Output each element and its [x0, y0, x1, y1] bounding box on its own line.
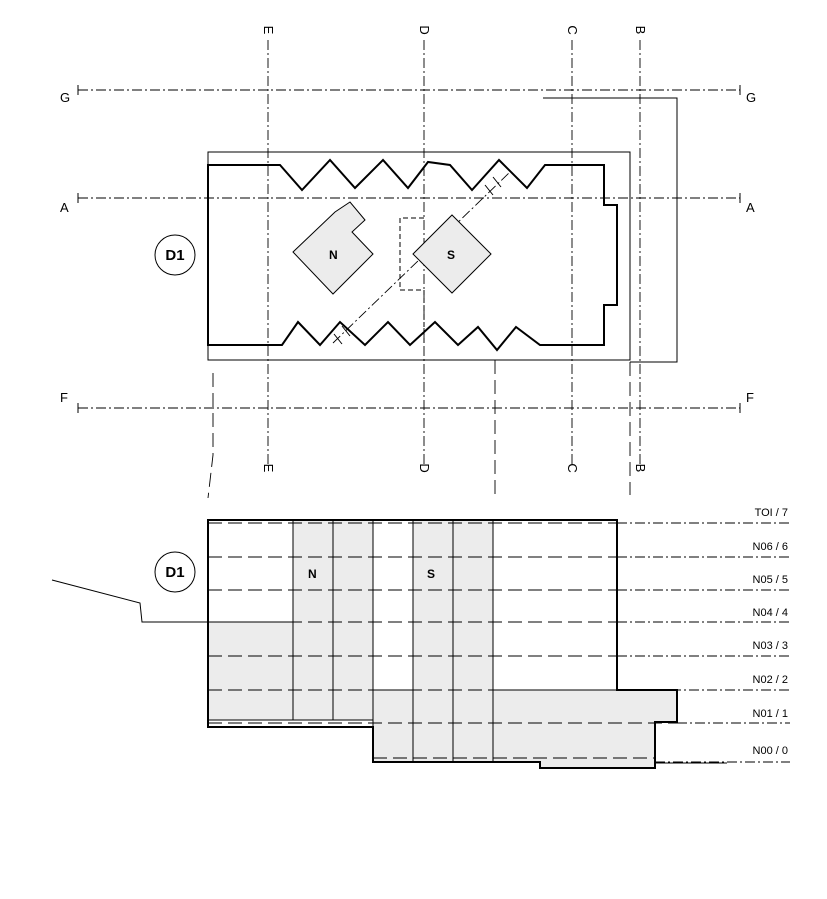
terrain-profile-left	[51, 579, 208, 623]
building-mass-podium-east	[492, 689, 678, 769]
axis-label-A-right: A	[746, 200, 755, 215]
building-tag-section: D1	[165, 564, 184, 581]
section-view: TOI / 7 N06 / 6 N05 / 5 N04 / 4 N03 / 3 …	[51, 507, 790, 769]
level-label-6: N06 / 6	[753, 541, 788, 553]
axis-label-A-left: A	[60, 200, 69, 215]
building-mass-lower	[207, 621, 294, 721]
building-tag-plan: D1	[165, 247, 184, 264]
level-lines	[208, 522, 790, 763]
core-outline	[399, 217, 425, 345]
projection-line-left	[207, 373, 214, 499]
level-label-2: N02 / 2	[753, 674, 788, 686]
axis-label-D-top: D	[417, 25, 432, 34]
axis-label-E-bottom: E	[261, 464, 276, 473]
plan-view: E D C B E D C B G G A A F F N S D1	[60, 25, 756, 500]
axis-label-F-left: F	[60, 390, 68, 405]
section-cut-break-marks	[333, 176, 502, 345]
level-label-3: N03 / 3	[753, 640, 788, 652]
level-label-0: N00 / 0	[753, 745, 788, 757]
level-label-4: N04 / 4	[753, 607, 788, 619]
level-label-5: N05 / 5	[753, 574, 788, 586]
axis-label-B-bottom: B	[633, 464, 648, 473]
level-label-7: TOI / 7	[755, 507, 788, 519]
building-tag-circle-section	[154, 551, 196, 593]
axis-ticks	[77, 85, 741, 413]
axis-label-C-top: C	[565, 25, 580, 34]
axis-label-F-right: F	[746, 390, 754, 405]
axis-label-G-left: G	[60, 90, 70, 105]
block-dividers	[332, 520, 454, 762]
block-s-section-label: S	[427, 567, 435, 581]
axis-label-C-bottom: C	[565, 463, 580, 472]
axis-label-E-top: E	[261, 26, 276, 35]
level-label-1: N01 / 1	[753, 708, 788, 720]
axis-label-B-top: B	[633, 26, 648, 35]
axis-label-G-right: G	[746, 90, 756, 105]
block-n-section-label: N	[308, 567, 317, 581]
block-s-plan	[412, 214, 492, 294]
building-footprint	[207, 158, 618, 352]
block-n-plan-label: N	[329, 248, 338, 262]
building-mass-podium	[372, 689, 414, 763]
site-boundary-extension	[543, 97, 678, 363]
block-n-plan	[292, 201, 374, 295]
building-tag-circle-plan	[154, 234, 196, 276]
section-cut-line	[332, 171, 511, 344]
axis-label-D-bottom: D	[417, 463, 432, 472]
block-s-plan-label: S	[447, 248, 455, 262]
